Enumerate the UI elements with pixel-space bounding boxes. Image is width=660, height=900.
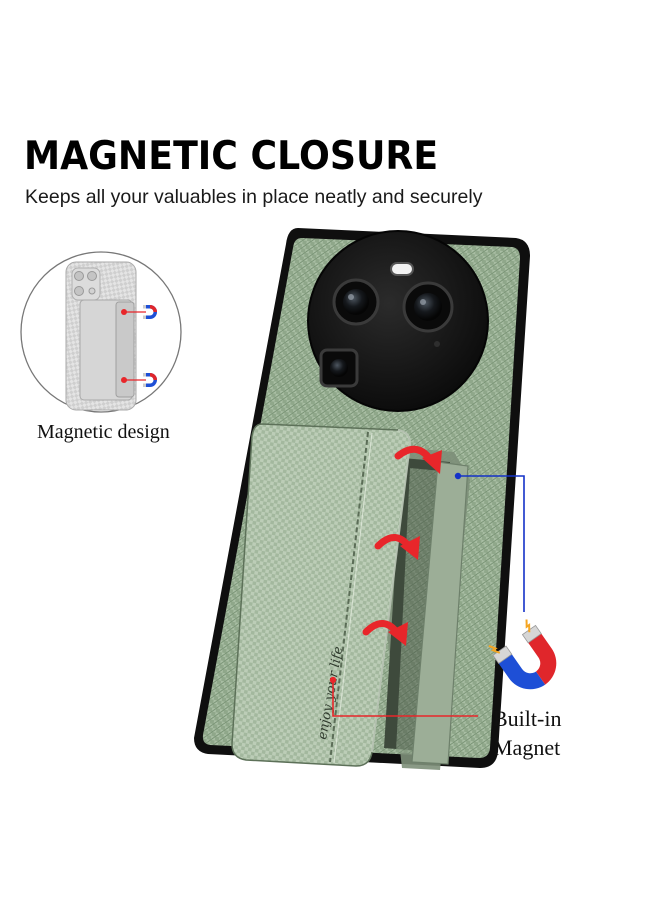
subheadline: Keeps all your valuables in place neatly… [25,186,483,208]
magnet-caption-line-2: Magnet [493,735,561,760]
headline: MAGNETIC CLOSURE [24,134,439,179]
mini-magnet-icon [143,305,157,319]
phone-case: enjoy your life [194,228,530,770]
mini-magnet-icon [143,373,157,387]
inset-caption: Magnetic design [37,421,170,443]
magnet-caption: Built-in Magnet [493,704,561,762]
caption-leader-line [329,676,478,717]
horseshoe-magnet-icon [488,619,557,690]
flash-icon [390,262,414,276]
magnet-leader-line [454,472,525,612]
magnet-caption-line-1: Built-in [493,706,562,731]
mini-phone [65,261,137,411]
closing-arrow-icon [362,620,408,646]
camera-module [307,230,489,412]
closing-arrow-icon [394,445,442,474]
card-wallet: enjoy your life [231,423,470,770]
closing-arrow-icon [374,534,420,560]
inset-diagram [20,251,182,413]
